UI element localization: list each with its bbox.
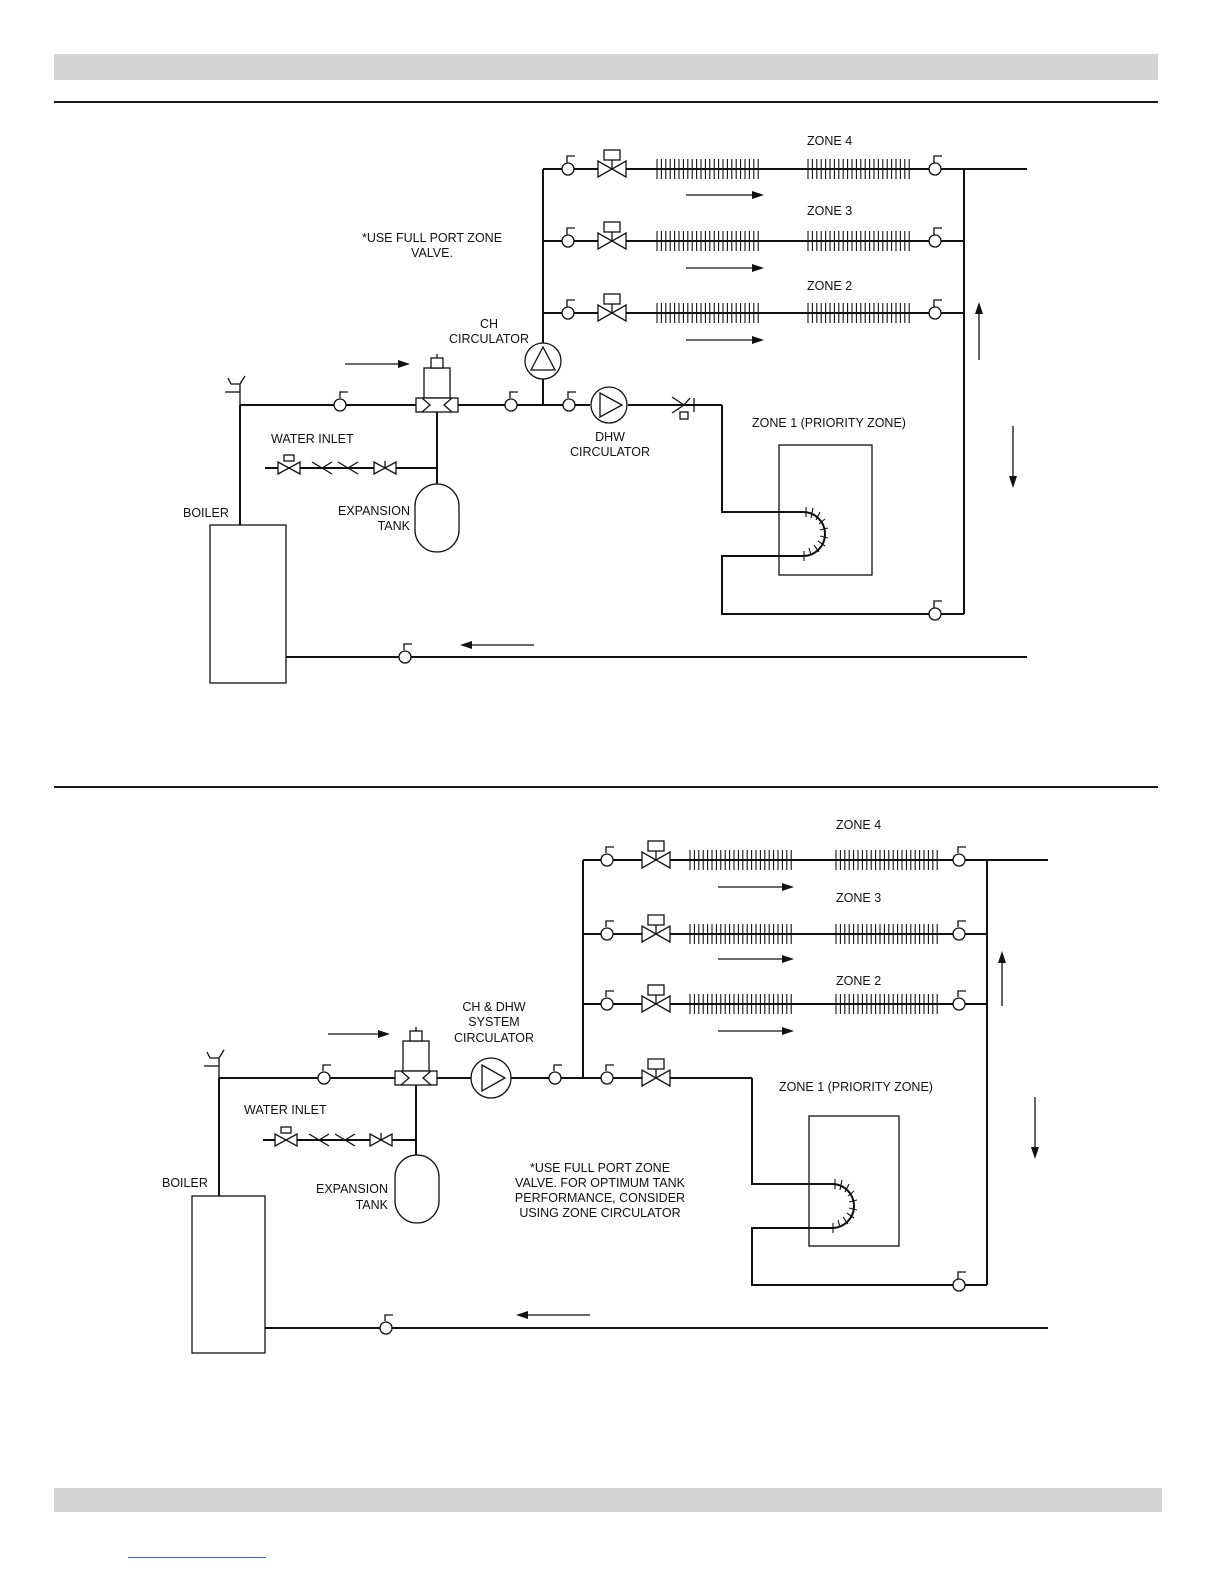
boiler [191,1195,266,1354]
boiler-label: BOILER [162,1176,208,1190]
baseboard-fins-icon [689,994,792,1014]
expansion-tank-label: EXPANSION [316,1182,388,1196]
zone-2-loop: ZONE 2 [543,279,964,344]
water-inlet-label: WATER INLET [244,1103,327,1117]
expansion-tank-label: TANK [356,1198,389,1212]
section-rule-middle [54,786,1158,788]
baseboard-fins-icon [656,231,759,251]
priority-zone-label: ZONE 1 (PRIORITY ZONE) [779,1080,933,1094]
indirect-water-heater-tank [778,444,873,576]
footer-link-underline[interactable] [128,1557,266,1558]
expansion-tank-label: TANK [378,519,411,533]
relief-valve-icon [204,1049,225,1078]
zone-3-loop: ZONE 3 [543,204,964,272]
system-circulator-label: CIRCULATOR [454,1031,534,1045]
indirect-water-heater-tank [808,1115,900,1247]
baseboard-fins-icon [689,924,792,944]
zone-3-loop: ZONE 3 [583,891,987,963]
expansion-tank-label: EXPANSION [338,504,410,518]
water-inlet-label: WATER INLET [271,432,354,446]
zone-valve-icon [597,221,627,251]
baseboard-fins-icon [656,159,759,179]
zone-label: ZONE 3 [836,891,881,905]
note-line: USING ZONE CIRCULATOR [519,1206,680,1220]
zone-valve-icon [641,984,671,1014]
note-line: VALVE. [411,246,453,260]
zone-valve-icon [641,840,671,870]
expansion-tank-icon [414,483,460,553]
ch-circulator-label: CH [480,317,498,331]
flow-check-valve-icon [671,396,695,420]
baseboard-fins-icon [807,159,910,179]
baseboard-fins-icon [689,850,792,870]
piping-diagram-zone-valves-ch-dhw-circulators: ZONE 4 ZONE 3 [183,134,1027,684]
dhw-circulator-label: CIRCULATOR [570,445,650,459]
system-circulator-label: CH & DHW [462,1000,525,1014]
header-band [54,54,1158,80]
zone-label: ZONE 4 [836,818,881,832]
expansion-tank-icon [394,1154,440,1224]
zone-4-loop: ZONE 4 [583,818,1048,891]
baseboard-fins-icon [835,924,938,944]
system-circulator-label: SYSTEM [468,1015,519,1029]
baseboard-fins-icon [835,994,938,1014]
dhw-circulator-icon [590,386,628,424]
zone-valve-icon [597,293,627,323]
note-line: *USE FULL PORT ZONE [530,1161,670,1175]
note-line: VALVE. FOR OPTIMUM TANK [515,1176,686,1190]
note-line: PERFORMANCE, CONSIDER [515,1191,685,1205]
boiler [209,524,287,684]
baseboard-fins-icon [835,850,938,870]
baseboard-fins-icon [807,303,910,323]
zone-valve-icon [597,149,627,179]
ch-circulator-label: CIRCULATOR [449,332,529,346]
note-line: *USE FULL PORT ZONE [362,231,502,245]
ch-circulator-icon [524,342,562,380]
zone-valve-icon [641,914,671,944]
water-inlet-valves-icon [274,1126,393,1148]
priority-zone-label: ZONE 1 (PRIORITY ZONE) [752,416,906,430]
piping-diagram-single-system-circulator: ZONE 4 ZONE 3 [162,818,1048,1354]
zone-label: ZONE 2 [807,279,852,293]
relief-valve-icon [225,375,246,405]
water-inlet-valves-icon [277,454,397,476]
zone-label: ZONE 3 [807,204,852,218]
air-separator-icon [394,1027,438,1086]
dhw-circulator-label: DHW [595,430,625,444]
zone-valve-icon [641,1058,671,1088]
baseboard-fins-icon [656,303,759,323]
zone-label: ZONE 2 [836,974,881,988]
section-rule-top [54,101,1158,103]
zone-2-loop: ZONE 2 [583,974,987,1035]
boiler-label: BOILER [183,506,229,520]
air-separator-icon [415,354,459,413]
baseboard-fins-icon [807,231,910,251]
footer-band [54,1488,1162,1512]
zone-label: ZONE 4 [807,134,852,148]
system-circulator-icon [470,1057,512,1099]
zone-4-loop: ZONE 4 [543,134,1027,199]
